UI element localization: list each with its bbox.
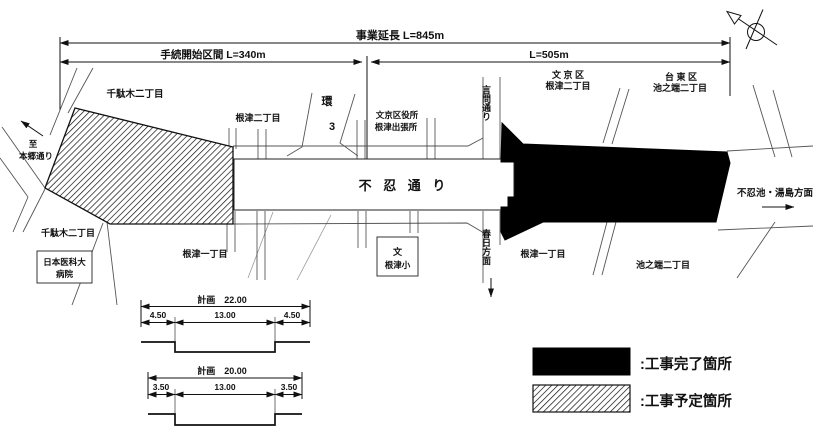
road-name-label: 不 忍 通 り xyxy=(359,178,450,193)
ward-boundary-street xyxy=(602,87,621,144)
label-shinobazu-yushima: 不忍池・湯島方面 xyxy=(737,187,814,199)
label-ward-office-line1: 文京区役所 xyxy=(376,110,419,120)
street-line xyxy=(752,84,776,158)
cross-section-20: 計画 20.00 3.50 13.00 3.50 xyxy=(147,365,303,426)
section-22-title: 計画 22.00 xyxy=(197,294,247,305)
ring-road-3-line-south xyxy=(247,211,274,279)
school-symbol-label: 文 xyxy=(392,246,403,257)
completed-construction-area xyxy=(500,121,731,241)
direction-arrows xyxy=(20,120,795,298)
label-taito-ward-line2: 池之端二丁目 xyxy=(653,82,707,93)
legend-completed-swatch xyxy=(532,347,631,376)
label-to-hongo-line1: 至 xyxy=(29,139,38,149)
ward-boundary-street xyxy=(592,221,608,276)
road-edge-top-east xyxy=(726,145,814,152)
street-line xyxy=(106,221,118,306)
remaining-section-label: L=505m xyxy=(529,49,568,61)
ring-road-3-line xyxy=(339,93,359,157)
compass-cross-line xyxy=(745,9,764,50)
label-sendagi-2-top: 千駄木二丁目 xyxy=(106,88,163,100)
legend-completed-label: :工事完了箇所 xyxy=(640,355,732,373)
label-kasuga-direction: 春日方面 xyxy=(481,228,492,266)
ring-road-3-line xyxy=(286,92,313,157)
street-line xyxy=(0,157,29,198)
section-20-road-profile xyxy=(148,413,302,426)
hospital-box-frame xyxy=(36,250,93,284)
to-hongo-arrow xyxy=(20,120,44,137)
compass-circle xyxy=(747,23,765,41)
street-line xyxy=(67,67,94,114)
label-sendagi-2-bottom: 千駄木二丁目 xyxy=(41,227,95,238)
hospital-label-line2: 病院 xyxy=(56,269,74,279)
section-22-right-value: 4.50 xyxy=(284,310,301,320)
school-name-label: 根津小 xyxy=(385,260,411,270)
street-line xyxy=(736,221,776,279)
street-line xyxy=(772,89,793,158)
section-22-road-profile xyxy=(141,341,310,353)
crossing-streets xyxy=(226,77,501,283)
section-20-title: 計画 20.00 xyxy=(197,365,247,376)
label-nezu-1-left: 根津一丁目 xyxy=(182,248,227,259)
label-kototoi-street: 言問通り xyxy=(481,84,491,121)
legend: :工事完了箇所 :工事予定箇所 xyxy=(532,347,732,413)
label-ward-office-line2: 根津出張所 xyxy=(375,122,418,132)
road-outer-edge-top xyxy=(233,137,484,147)
ring-road-3-line-south xyxy=(296,214,332,281)
legend-planned-label: :工事予定箇所 xyxy=(640,392,732,410)
shinobazu-road xyxy=(232,137,814,234)
north-compass xyxy=(725,9,778,50)
hospital-box: 日本医科大 病院 xyxy=(36,250,93,284)
label-ikenohata-2-bottom: 池之端二丁目 xyxy=(636,259,690,270)
section-22-left-value: 4.50 xyxy=(150,310,167,320)
north-arrow-icon xyxy=(725,10,742,25)
street-line xyxy=(22,188,46,233)
street-line xyxy=(12,196,29,233)
ward-boundary-street xyxy=(611,88,630,145)
label-nezu-1-right: 根津一丁目 xyxy=(520,248,565,259)
label-bunkyo-ward-line2: 根津二丁目 xyxy=(545,80,590,91)
section-22-center-value: 13.00 xyxy=(214,310,236,320)
label-nezu-2-left: 根津二丁目 xyxy=(235,112,280,123)
label-ring-road-3: 3 xyxy=(329,121,335,133)
label-bunkyo-ward-line1: 文 京 区 xyxy=(551,69,584,80)
school-box: 文 根津小 xyxy=(376,236,419,277)
label-ring-road-kan: 環 xyxy=(322,95,334,108)
procedure-section-label: 手続開始区間 L=340m xyxy=(160,48,265,61)
hospital-label-line1: 日本医科大 xyxy=(43,257,86,267)
section-20-right-value: 3.50 xyxy=(281,382,298,392)
dimension-lines: 事業延長 L=845m 手続開始区間 L=340m L=505m xyxy=(59,28,731,159)
school-box-frame xyxy=(376,236,419,277)
road-edge-bottom-east xyxy=(717,225,814,231)
label-taito-ward-line1: 台 東 区 xyxy=(665,71,697,82)
place-labels: 千駄木二丁目 根津二丁目 環 3 文京区役所 根津出張所 言問通り 文 京 区 … xyxy=(19,69,814,270)
legend-planned-swatch xyxy=(532,384,631,413)
road-name-band xyxy=(233,158,515,211)
street-line xyxy=(1,126,46,189)
road-outer-edge-bottom xyxy=(232,222,485,234)
section-20-center-value: 13.00 xyxy=(214,382,236,392)
street-line xyxy=(49,67,78,136)
total-length-label: 事業延長 L=845m xyxy=(356,28,445,42)
planned-construction-area xyxy=(44,107,234,225)
section-20-left-value: 3.50 xyxy=(153,382,170,392)
cross-section-22: 計画 22.00 4.50 13.00 4.50 xyxy=(140,294,311,353)
label-to-hongo-line2: 本郷通り xyxy=(19,151,53,161)
compass-needle-line xyxy=(734,16,778,46)
ward-boundary-street xyxy=(601,221,617,276)
